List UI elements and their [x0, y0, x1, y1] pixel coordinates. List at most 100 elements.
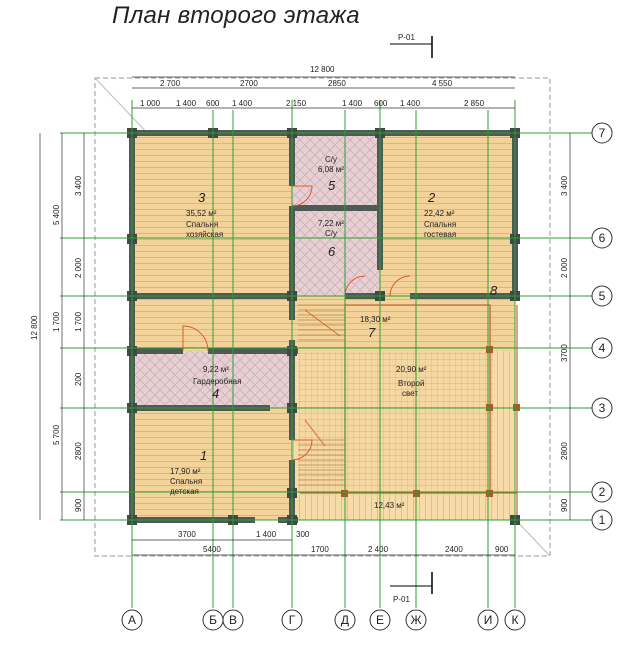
svg-text:4: 4: [599, 341, 606, 355]
svg-text:В: В: [229, 613, 237, 627]
svg-text:Е: Е: [376, 613, 384, 627]
dim-left-total: 12 800: [30, 315, 39, 340]
dim-top-detail: 1 400: [176, 99, 197, 108]
axis-bubble: 5: [591, 285, 613, 307]
room-area: 22,42 м²: [424, 209, 455, 218]
dim-left: 5 400: [52, 204, 61, 225]
axis-bubble: Д: [334, 609, 356, 631]
svg-text:3: 3: [599, 401, 606, 415]
axis-bubble: Г: [281, 609, 303, 631]
svg-text:Г: Г: [289, 613, 296, 627]
dim-right: 3 400: [560, 175, 569, 196]
room-area: 20,90 м²: [396, 365, 427, 374]
axis-bubble: Е: [369, 609, 391, 631]
dim-top-detail: 1 400: [400, 99, 421, 108]
dim-left-detail: 2800: [74, 442, 83, 460]
dim-bottom: 2400: [445, 545, 463, 554]
dim-bottom: 1700: [311, 545, 329, 554]
room-name: хозяйская: [186, 230, 223, 239]
dim-top: 2700: [240, 79, 258, 88]
dim-right: 2800: [560, 442, 569, 460]
section-label-top: Р-01: [398, 33, 415, 42]
dim-bottom: 1 400: [256, 530, 277, 539]
room-3-floor: [132, 133, 292, 296]
room-name: детская: [170, 487, 199, 496]
svg-text:7: 7: [599, 126, 606, 140]
dim-right: 2 000: [560, 257, 569, 278]
room-name: Спальня: [170, 477, 202, 486]
room-5-floor: [292, 133, 380, 208]
room-name: свет: [402, 389, 418, 398]
room-number: 6: [328, 244, 336, 259]
dim-bottom: 900: [495, 545, 509, 554]
dim-top-detail: 600: [374, 99, 388, 108]
room-number: 2: [427, 190, 436, 205]
room-number: 8: [490, 283, 498, 298]
dim-top-detail: 1 400: [232, 99, 253, 108]
dimension-lines: [39, 76, 571, 556]
axis-bubble: 2: [591, 481, 613, 503]
dim-bottom: 5400: [203, 545, 221, 554]
section-label-bottom: Р-01: [393, 595, 410, 604]
axis-bubble: И: [477, 609, 499, 631]
dim-top-detail: 1 000: [140, 99, 161, 108]
dim-left: 1 700: [52, 311, 61, 332]
svg-text:2: 2: [599, 485, 606, 499]
room-name: Гардеробная: [193, 377, 241, 386]
room-area: 17,90 м²: [170, 467, 201, 476]
room-area: 12,43 м²: [374, 501, 405, 510]
dim-top: 2850: [328, 79, 346, 88]
dim-bottom: 2 400: [368, 545, 389, 554]
room-area: 6,08 м²: [318, 165, 344, 174]
dim-top: 2 700: [160, 79, 181, 88]
room-name: гостевая: [424, 230, 456, 239]
stairs: [298, 304, 345, 486]
dim-top-detail: 2 850: [464, 99, 485, 108]
svg-text:К: К: [512, 613, 519, 627]
dim-top-total: 12 800: [310, 65, 335, 74]
room-name: Спальня: [186, 220, 218, 229]
axis-bubble: 6: [591, 227, 613, 249]
axis-bubble: 4: [591, 337, 613, 359]
axis-lines: [60, 100, 592, 608]
corridor-floor: [132, 296, 292, 351]
axis-bubble: А: [121, 609, 143, 631]
room-number: 5: [328, 178, 336, 193]
room-name: Спальня: [424, 220, 456, 229]
room-4-floor: [132, 351, 292, 408]
room-area: 9,22 м²: [203, 365, 229, 374]
axis-bubble: Б: [202, 609, 224, 631]
svg-text:1: 1: [599, 513, 606, 527]
room-area: 35,52 м²: [186, 209, 217, 218]
dim-bottom: 300: [296, 530, 310, 539]
room-name: Второй: [398, 379, 424, 388]
dim-right: 900: [560, 498, 569, 512]
dim-left-detail: 1 700: [74, 311, 83, 332]
dim-top-detail: 600: [206, 99, 220, 108]
svg-text:6: 6: [599, 231, 606, 245]
room-area: 18,30 м²: [360, 315, 391, 324]
svg-text:А: А: [128, 613, 136, 627]
dim-left-detail: 200: [74, 372, 83, 386]
room-number: 1: [200, 448, 207, 463]
dim-left-detail: 900: [74, 498, 83, 512]
page-title: План второго этажа: [112, 2, 360, 29]
room-area: 7,22 м²: [318, 219, 344, 228]
dim-left: 5 700: [52, 424, 61, 445]
dim-top-detail: 1 400: [342, 99, 363, 108]
room-1-floor: [132, 408, 292, 520]
axis-bubble: 7: [591, 122, 613, 144]
room-name: С/у: [325, 155, 337, 164]
sheet-border: [94, 77, 551, 557]
dim-right: 3700: [560, 344, 569, 362]
room-number: 7: [368, 325, 376, 340]
room-number: 3: [198, 190, 206, 205]
room-6-floor: [292, 208, 380, 296]
room-number: 4: [212, 386, 219, 401]
stair-arrow: [304, 419, 326, 447]
axis-bubble: 1: [591, 509, 613, 531]
room-8-floor: [298, 300, 493, 496]
axis-bubble: К: [504, 609, 526, 631]
axis-bubble: 3: [591, 397, 613, 419]
stair-arrow: [304, 309, 341, 337]
